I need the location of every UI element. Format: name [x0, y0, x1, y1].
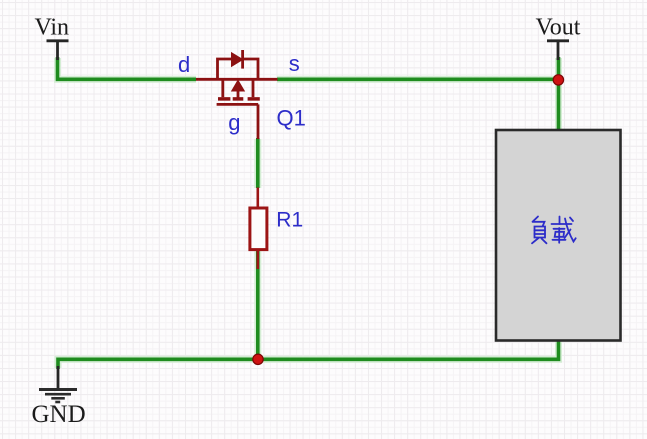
svg-text:Q1: Q1 [277, 106, 306, 131]
svg-text:Vout: Vout [536, 15, 581, 41]
svg-text:Vin: Vin [35, 14, 70, 40]
svg-text:d: d [178, 52, 190, 77]
svg-text:R1: R1 [276, 209, 303, 232]
svg-text:GND: GND [32, 401, 86, 428]
svg-text:s: s [289, 51, 300, 76]
svg-text:g: g [228, 110, 240, 135]
